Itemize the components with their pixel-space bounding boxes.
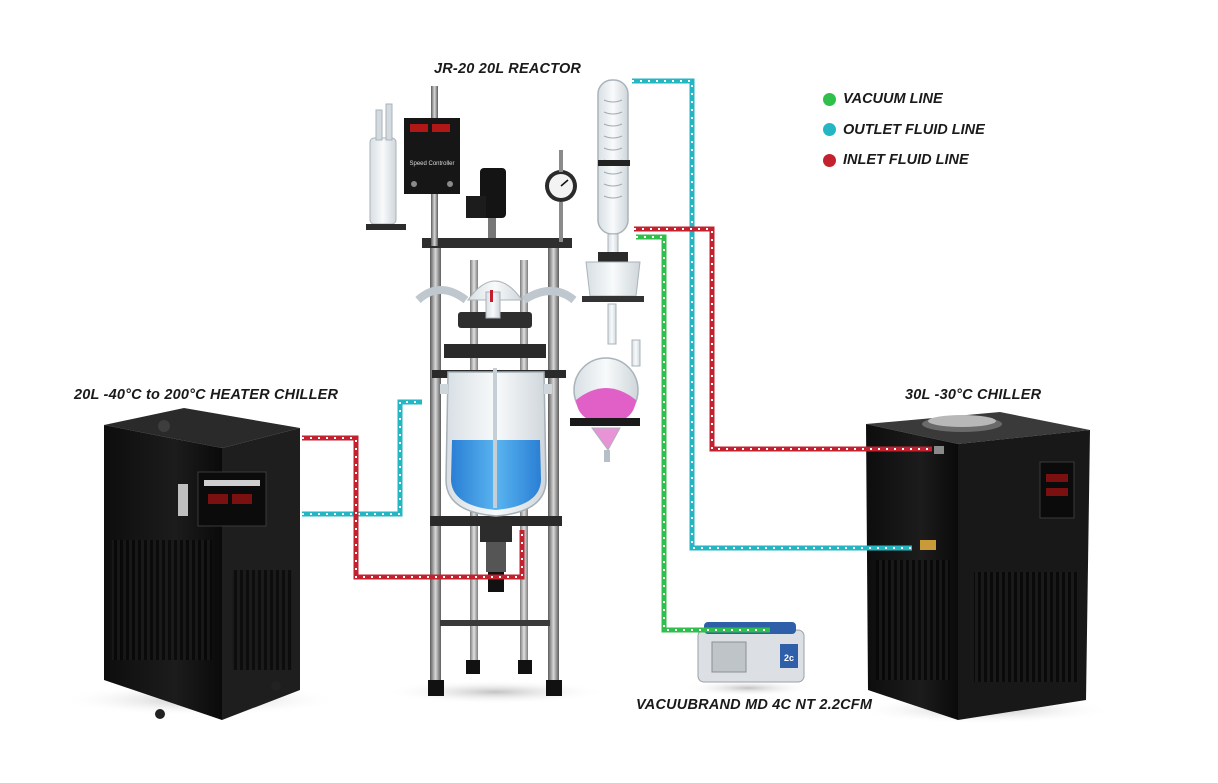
outlet-line-heater-hatch	[302, 401, 422, 515]
legend-label-inlet: INLET FLUID LINE	[843, 152, 969, 169]
legend-item-inlet: INLET FLUID LINE	[823, 145, 985, 176]
legend-label-outlet: OUTLET FLUID LINE	[843, 121, 985, 138]
outlet-line-heater	[302, 399, 422, 517]
chiller-label: 30L -30°C CHILLER	[905, 387, 1042, 403]
inlet-line-chiller	[634, 226, 932, 452]
legend-item-vacuum: VACUUM LINE	[823, 84, 985, 115]
speed-controller-label: Speed Controller	[409, 161, 454, 167]
inlet-line-chiller-hatch	[634, 228, 932, 450]
chiller-unit	[855, 412, 1115, 724]
vacuum-line-hatch	[636, 236, 770, 631]
outlet-line-chiller	[632, 78, 912, 551]
inlet-line-heater-hatch	[302, 437, 523, 578]
outlet-line-dot-icon	[823, 123, 836, 137]
vacuum-line	[636, 234, 770, 633]
reactor-assembly: Speed Controller	[366, 79, 644, 704]
vacuum-pump-unit: 2c	[684, 622, 812, 696]
heater-chiller-unit	[60, 408, 340, 720]
heater-chiller-label: 20L -40°C to 200°C HEATER CHILLER	[74, 387, 339, 403]
legend-item-outlet: OUTLET FLUID LINE	[823, 115, 985, 146]
legend: VACUUM LINE OUTLET FLUID LINE INLET FLUI…	[823, 84, 985, 176]
inlet-line-dot-icon	[823, 153, 836, 167]
reactor-label: JR-20 20L REACTOR	[434, 61, 582, 77]
fluid-lines	[302, 78, 932, 633]
legend-label-vacuum: VACUUM LINE	[843, 91, 943, 108]
pump-badge-label: 2c	[784, 653, 794, 663]
vacuum-line-dot-icon	[823, 92, 836, 106]
vacuum-pump-label: VACUUBRAND MD 4C NT 2.2CFM	[636, 697, 873, 713]
